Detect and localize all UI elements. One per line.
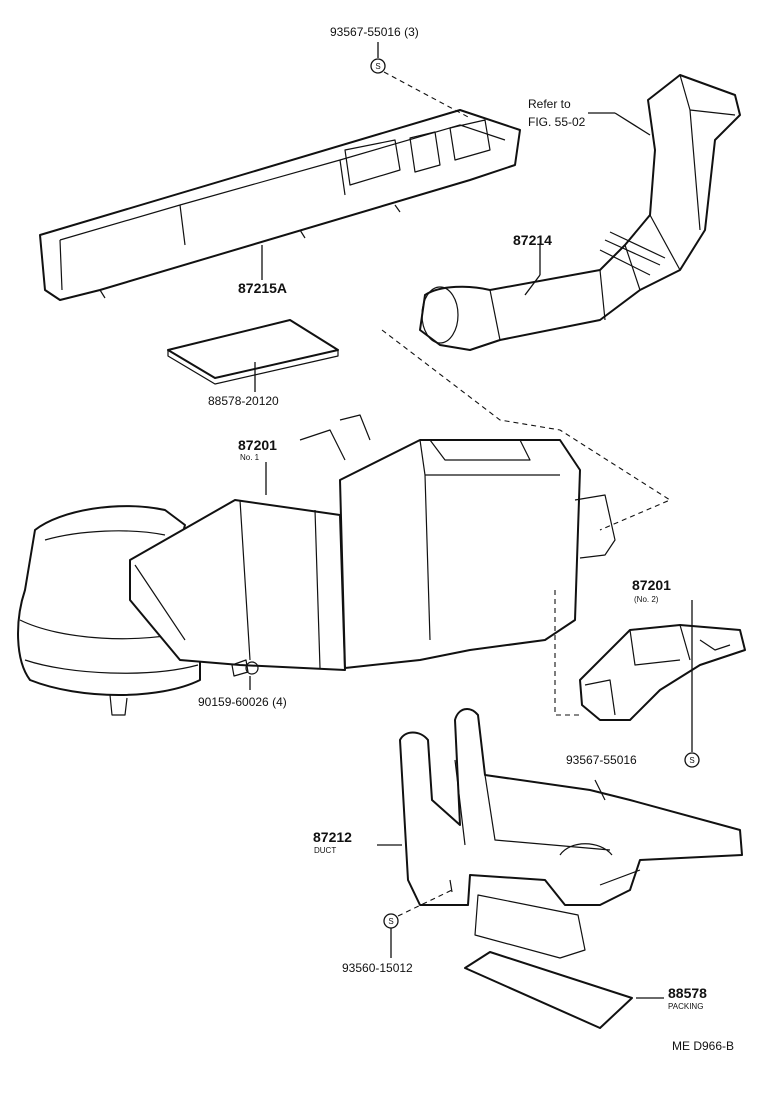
label-refer-fig: FIG. 55-02 xyxy=(528,115,586,129)
label-87201-no2-sub: (No. 2) xyxy=(634,595,659,604)
label-87201-no1: 87201 xyxy=(238,437,277,453)
svg-text:S: S xyxy=(388,917,393,926)
label-refer-to: Refer to xyxy=(528,97,571,111)
label-93567-55016-right: 93567-55016 xyxy=(566,753,637,767)
label-88578-sub: PACKING xyxy=(668,1002,703,1011)
svg-text:S: S xyxy=(375,62,380,71)
duct-87215a-drawing xyxy=(39,109,521,301)
screw-symbol-right: S xyxy=(684,752,700,768)
unit-87201-no2-drawing xyxy=(579,624,746,721)
label-90159-60026: 90159-60026 (4) xyxy=(198,695,287,709)
label-93560-15012: 93560-15012 xyxy=(342,961,413,975)
label-87201-no2: 87201 xyxy=(632,577,671,593)
duct-87212-drawing xyxy=(399,708,743,959)
label-88578-20120: 88578-20120 xyxy=(208,394,279,408)
label-87201-no1-sub: No. 1 xyxy=(240,453,260,462)
packing-88578-drawing xyxy=(464,951,633,1029)
label-87212: 87212 xyxy=(313,829,352,845)
label-87215a: 87215A xyxy=(238,280,287,296)
duct-87214-drawing xyxy=(419,74,741,351)
unit-87201-no1-drawing xyxy=(17,414,616,716)
label-88578: 88578 xyxy=(668,985,707,1001)
label-diagram-code: ME D966-B xyxy=(672,1039,734,1053)
label-screw-top: 93567-55016 (3) xyxy=(330,25,419,39)
leader-lines xyxy=(249,42,693,999)
label-87214: 87214 xyxy=(513,232,552,248)
filter-88578-20120-drawing xyxy=(167,319,339,385)
screw-symbol-top: S xyxy=(370,58,386,74)
label-87212-sub: DUCT xyxy=(314,846,336,855)
svg-text:S: S xyxy=(689,756,694,765)
screw-symbol-bottom: S xyxy=(383,913,399,929)
